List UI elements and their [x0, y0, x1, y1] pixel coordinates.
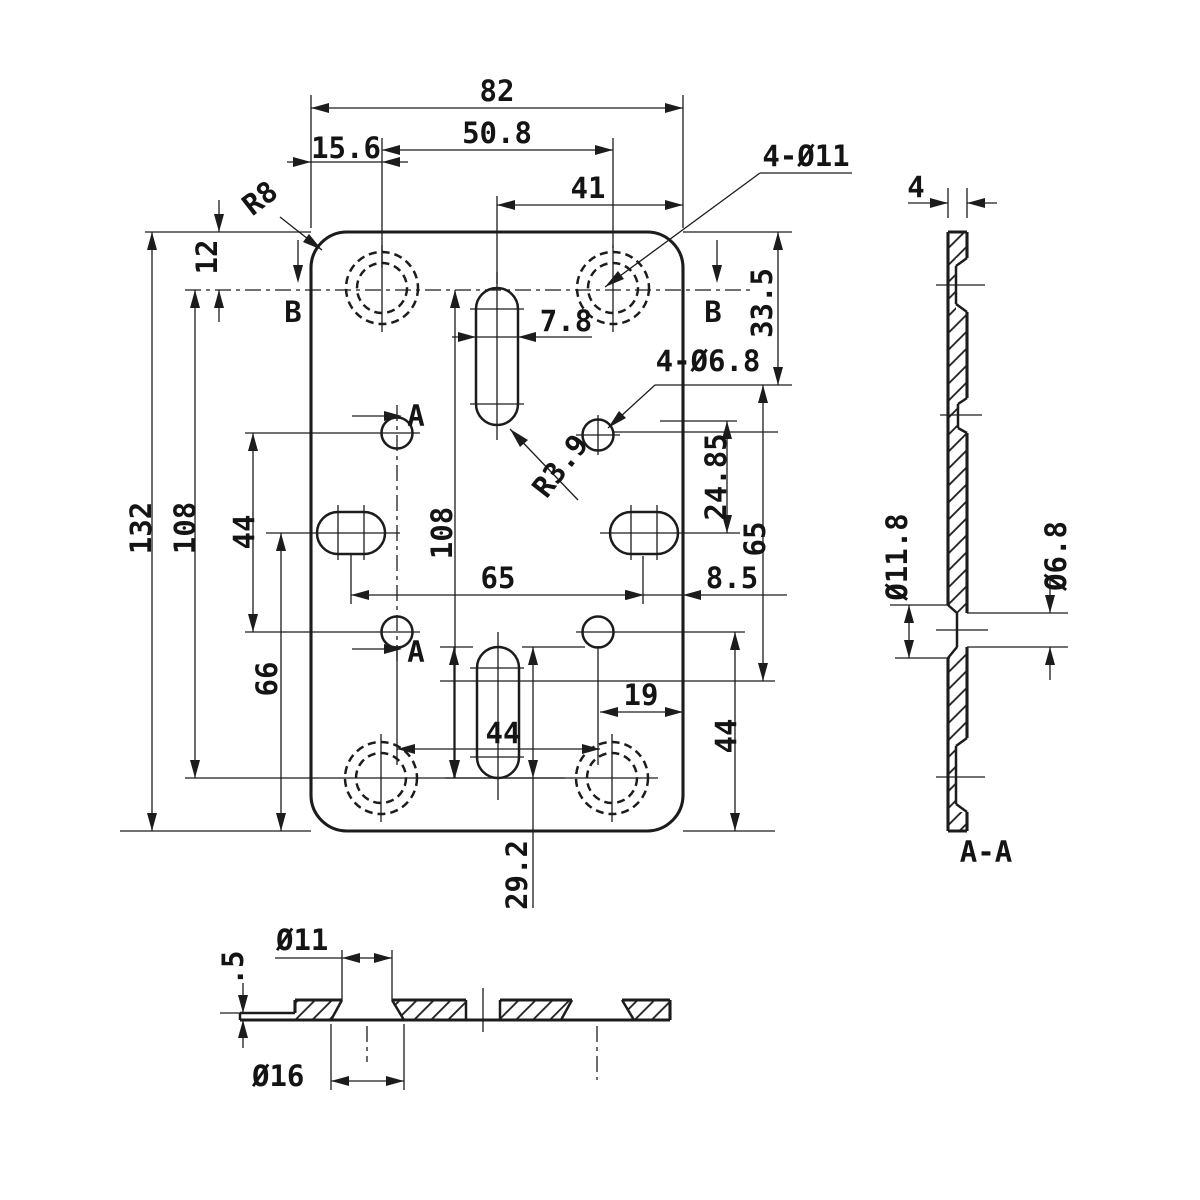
dim-text-82: 82: [480, 74, 515, 108]
dim-text-d11.8: Ø11.8: [880, 513, 914, 601]
dim-inner-hole-pitch-y: 108: [425, 290, 460, 778]
section-label-a-top: A: [407, 399, 424, 433]
centerlines: [120, 231, 792, 832]
dim-text-66: 66: [250, 662, 284, 697]
callout-text-4-d6.8: 4-Ø6.8: [656, 344, 761, 378]
dim-counterbore-dia: Ø11.8: [880, 513, 950, 659]
dim-small-to-slot-row: 24.85: [699, 421, 733, 533]
section-b-markers: B B: [284, 240, 722, 329]
dim-slot-to-bottom: 66: [250, 533, 286, 831]
callout-slot-radius: R3.9: [509, 428, 595, 504]
callout-big-holes: 4-Ø11: [604, 139, 852, 288]
dim-right-span-65: 65: [738, 385, 772, 681]
dim-slot-to-edge: 41: [496, 171, 683, 284]
dim-small-pitch-y: 44: [227, 433, 261, 632]
section-label-a-bottom: A: [407, 635, 424, 669]
section-a-markers: A A: [352, 399, 425, 669]
dim-text-41: 41: [571, 171, 606, 205]
dim-slot-pitch-and-8.5: 65 8.5: [351, 561, 787, 600]
dim-overall-height: 132: [124, 232, 158, 831]
dim-bottom-through-dia: Ø11: [275, 923, 393, 1000]
dim-text-108-inner: 108: [425, 507, 459, 559]
dim-top-to-small-hole: 33.5: [745, 232, 783, 385]
section-label-b-right: B: [704, 295, 721, 329]
section-aa-outline: [936, 230, 988, 833]
dim-top-offset: 12: [190, 200, 224, 322]
dim-hole-pitch-y: 108: [168, 290, 202, 778]
dim-text-33.5: 33.5: [745, 268, 779, 338]
dim-text-15.6: 15.6: [311, 131, 381, 165]
dim-text-8.5: 8.5: [706, 561, 758, 595]
dim-text-7.8: 7.8: [540, 304, 592, 338]
dim-lip-thickness: .5: [216, 951, 252, 1048]
dim-text-4: 4: [907, 170, 924, 204]
dim-through-dia: Ø6.8: [967, 521, 1073, 680]
section-bb-hatch: [295, 1000, 670, 1020]
dim-text-65-center: 65: [481, 561, 516, 595]
dim-small-pitch-x: 44: [397, 716, 600, 754]
section-aa-view: 4 Ø11.8 Ø6.8 A-A: [880, 170, 1073, 869]
dim-text-d16: Ø16: [251, 1059, 304, 1093]
dim-overall-width: 82: [310, 74, 684, 228]
dim-text-.5: .5: [216, 951, 250, 986]
callout-text-r3.9: R3.9: [525, 428, 595, 504]
callout-corner-radius: R8: [236, 174, 323, 251]
dim-text-d6.8: Ø6.8: [1039, 521, 1073, 592]
dim-text-29.2: 29.2: [500, 840, 534, 910]
dim-text-24.85: 24.85: [699, 433, 733, 520]
dim-text-65-right: 65: [738, 522, 772, 557]
section-bb-outline: [238, 988, 672, 1080]
dim-text-108-left: 108: [168, 502, 202, 554]
callout-text-4-d11: 4-Ø11: [762, 139, 849, 173]
dim-slot-length: 29.2: [445, 647, 565, 910]
dim-text-44-right: 44: [709, 719, 743, 754]
dim-countersink-dia: Ø16: [251, 1024, 405, 1093]
dim-text-12: 12: [190, 240, 224, 275]
dim-edge-to-hole: 15.6: [287, 131, 408, 167]
dim-text-50.8: 50.8: [462, 116, 532, 150]
dim-small-to-bottom: 44: [709, 632, 743, 831]
dim-text-44-center: 44: [486, 716, 521, 750]
section-bb-view: Ø11 .5 Ø16: [216, 923, 672, 1093]
dim-text-19: 19: [624, 678, 659, 712]
dim-small-to-edge: 19: [600, 678, 683, 717]
section-aa-title: A-A: [960, 835, 1012, 869]
dim-thickness: 4: [907, 170, 997, 218]
callout-small-holes: 4-Ø6.8: [607, 344, 761, 429]
dim-text-44-left: 44: [227, 515, 261, 550]
dim-text-132: 132: [124, 502, 158, 554]
front-view: 82 50.8 15.6 41 4-Ø11 R8: [120, 74, 852, 910]
dim-text-d11: Ø11: [275, 923, 328, 957]
callout-text-r8: R8: [236, 174, 284, 222]
dim-hole-pitch-x: 50.8: [381, 116, 614, 268]
section-label-b-left: B: [284, 295, 301, 329]
dim-slot-width: 7.8: [452, 304, 592, 342]
